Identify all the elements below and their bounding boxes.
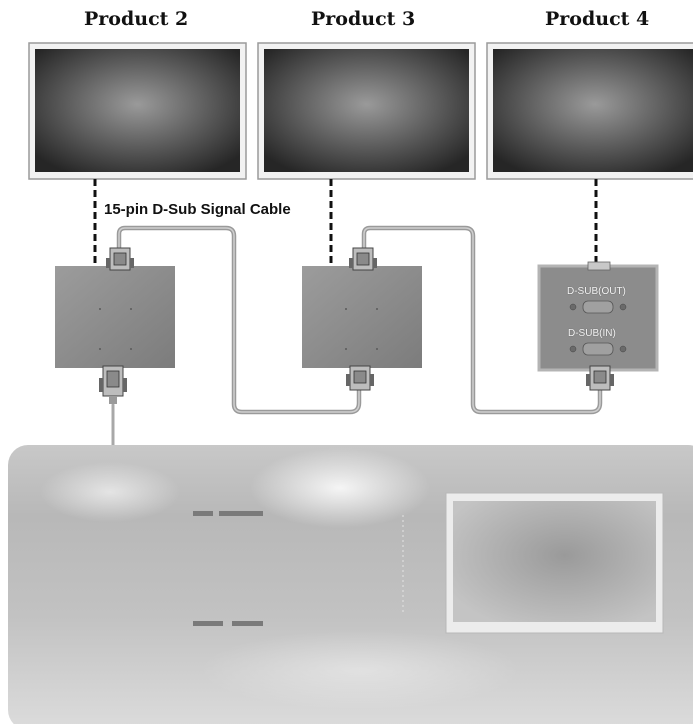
product-2-label: Product 2 [84, 8, 189, 30]
cable-label: 15-pin D-Sub Signal Cable [104, 201, 291, 218]
monitor-product-4 [486, 42, 693, 180]
port-in-label: D-SUB(IN) [568, 328, 616, 339]
source-device-panel [8, 445, 693, 724]
monitor-product-3 [257, 42, 476, 180]
dsub-connector-out-product-3 [349, 247, 377, 271]
product-4-label: Product 4 [545, 8, 650, 30]
dsub-connector-out-product-2 [106, 247, 134, 271]
rear-panel-product-3 [302, 247, 422, 391]
panel-slot-mark-2 [219, 511, 263, 516]
port-out-label: D-SUB(OUT) [567, 286, 626, 297]
product-3-label: Product 3 [311, 8, 416, 30]
panel-slot-mark-1 [193, 511, 213, 516]
signal-cables [111, 225, 603, 447]
panel-slot-mark-4 [232, 621, 263, 626]
screen-product-3 [264, 49, 469, 172]
dsub-port-in-product-4 [569, 342, 627, 356]
dsub-connector-in-product-3 [346, 365, 374, 391]
rear-panel-product-2 [55, 247, 175, 404]
dsub-connector-in-product-2 [99, 365, 127, 404]
panel-slot-mark-3 [193, 621, 223, 626]
source-device-display [445, 492, 664, 634]
monitor-product-2 [28, 42, 247, 180]
dsub-port-out-product-4 [569, 300, 627, 314]
dsub-connector-in-product-4 [586, 365, 614, 391]
screen-product-2 [35, 49, 240, 172]
rear-panel-product-4 [537, 261, 659, 391]
screen-product-4 [493, 49, 693, 172]
